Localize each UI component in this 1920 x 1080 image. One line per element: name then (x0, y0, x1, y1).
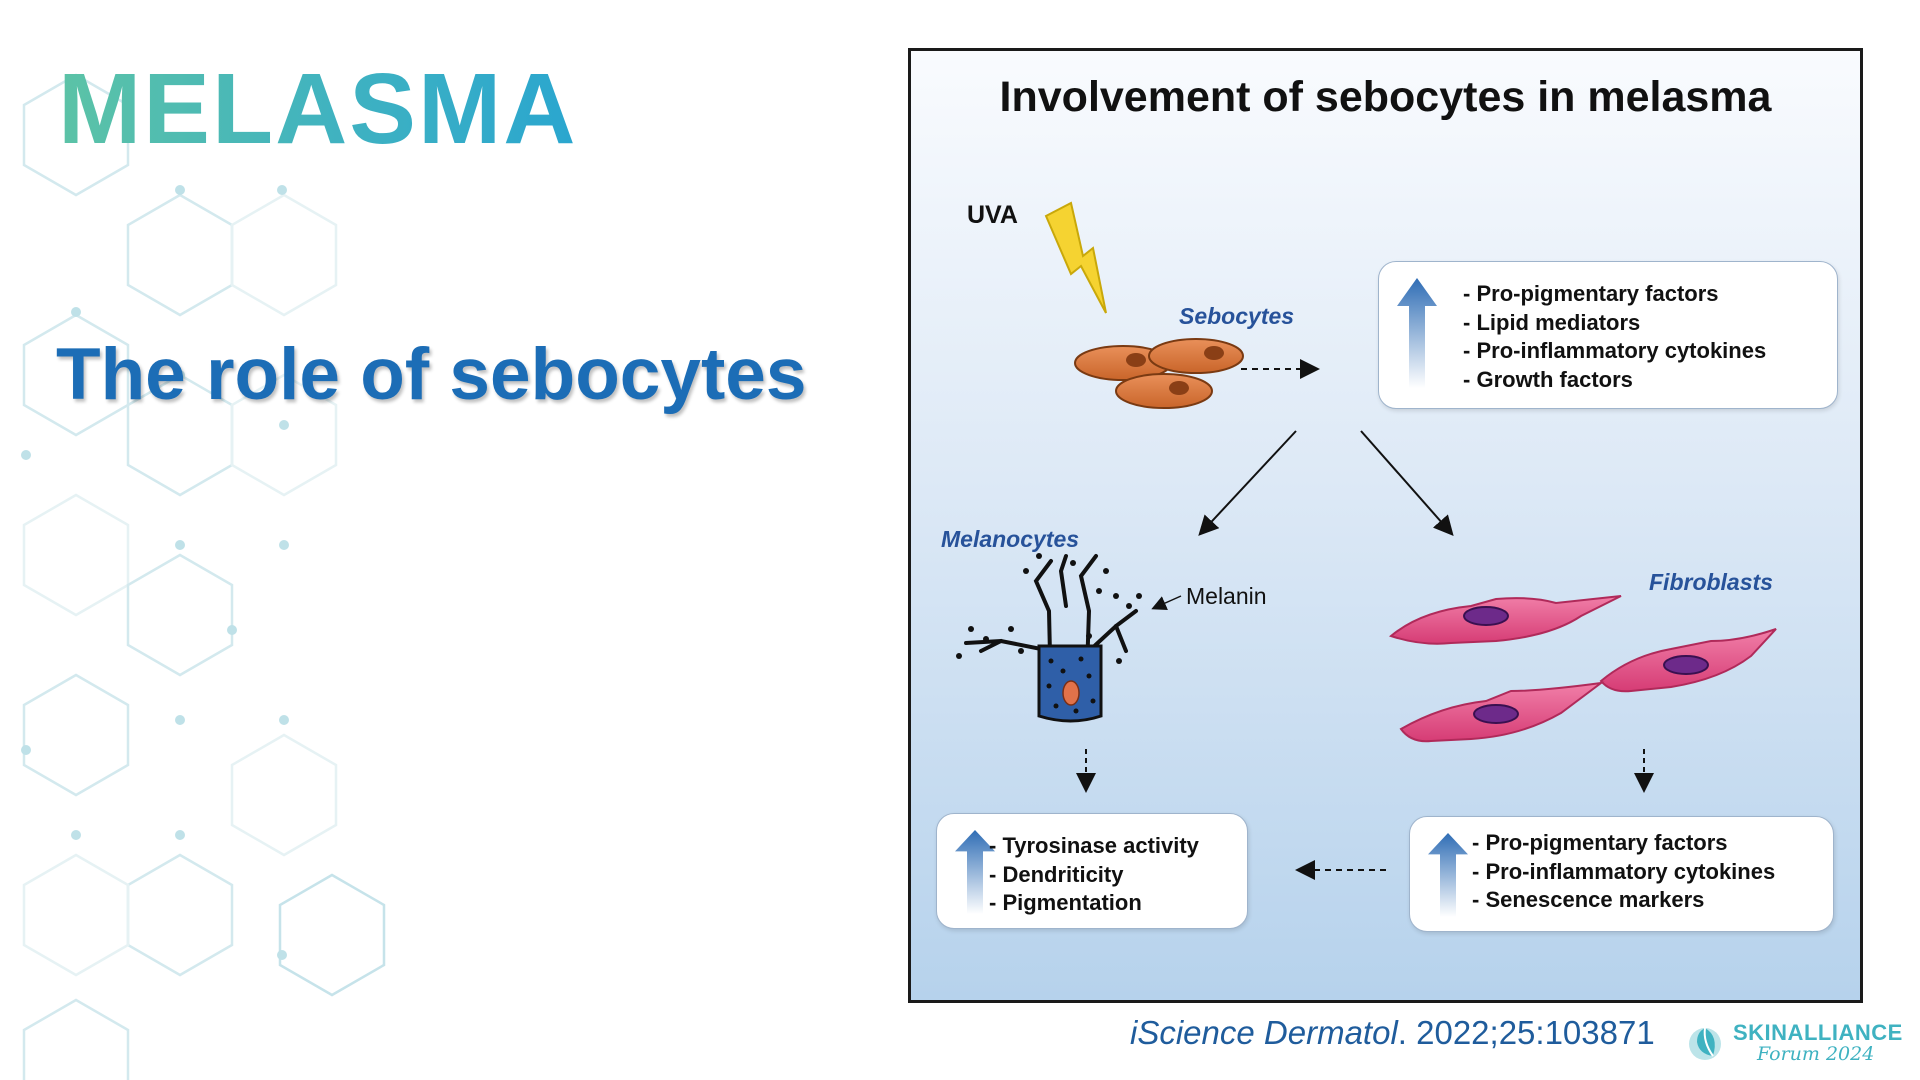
up-arrow-icon (1428, 833, 1468, 917)
uva-label: UVA (967, 201, 1018, 229)
diagram-graphics (956, 201, 1777, 880)
arrow-to-fibroblasts (1360, 430, 1454, 536)
citation-journal: iScience Dermatol (1130, 1014, 1398, 1051)
effect-item: Growth factors (1463, 366, 1766, 395)
sebocyte-effects-box: Pro-pigmentary factors Lipid mediators P… (1378, 261, 1838, 409)
lightning-bolt-icon (1044, 201, 1107, 314)
effect-item: Senescence markers (1472, 886, 1775, 915)
logo-subtitle: Forum 2024 (1757, 1043, 1875, 1065)
effect-item: Pro-pigmentary factors (1472, 829, 1775, 858)
fibroblast-cells (1388, 595, 1777, 743)
effect-item: Lipid mediators (1463, 309, 1766, 338)
melanocyte-cell (956, 553, 1142, 723)
skinalliance-logo: SKINALLIANCE Forum 2024 (1685, 1018, 1903, 1068)
fibroblast-effects-list: Pro-pigmentary factors Pro-inflammatory … (1472, 829, 1775, 915)
melanocytes-label: Melanocytes (941, 526, 1080, 552)
citation-details: . 2022;25:103871 (1397, 1014, 1655, 1051)
effect-item: Dendriticity (989, 861, 1199, 890)
citation: iScience Dermatol. 2022;25:103871 (1130, 1014, 1655, 1052)
sebocyte-cells (1074, 338, 1244, 409)
effect-item: Pigmentation (989, 889, 1199, 918)
hexagon-background-pattern (21, 73, 386, 1080)
fibroblast-effects-box: Pro-pigmentary factors Pro-inflammatory … (1409, 816, 1834, 932)
logo-name: SKINALLIANCE (1733, 1020, 1903, 1045)
up-arrow-icon (955, 830, 995, 914)
slide-subtitle: The role of sebocytes (56, 334, 807, 415)
effect-item: Pro-inflammatory cytokines (1463, 337, 1766, 366)
sebocyte-effects-list: Pro-pigmentary factors Lipid mediators P… (1463, 280, 1766, 394)
up-arrow-icon (1397, 278, 1437, 388)
melanin-label: Melanin (1186, 583, 1267, 609)
sebocytes-label: Sebocytes (1179, 303, 1295, 329)
effect-item: Tyrosinase activity (989, 832, 1198, 861)
effect-item: Pro-inflammatory cytokines (1472, 858, 1775, 887)
effect-item: Pro-pigmentary factors (1463, 280, 1766, 309)
melanin-pointer-arrow (1151, 595, 1182, 610)
arrow-to-melanocytes (1198, 430, 1297, 536)
diagram-title: Involvement of sebocytes in melasma (999, 73, 1772, 121)
melasma-diagram: Involvement of sebocytes in melasma (908, 48, 1863, 1003)
logo-mark-icon (1689, 1027, 1721, 1060)
melanocyte-effects-box: Tyrosinase activity Dendriticity Pigment… (936, 813, 1248, 929)
melanocyte-effects-list: Tyrosinase activity Dendriticity Pigment… (989, 832, 1199, 918)
slide-title: MELASMA (58, 53, 578, 165)
fibroblasts-label: Fibroblasts (1649, 569, 1773, 595)
